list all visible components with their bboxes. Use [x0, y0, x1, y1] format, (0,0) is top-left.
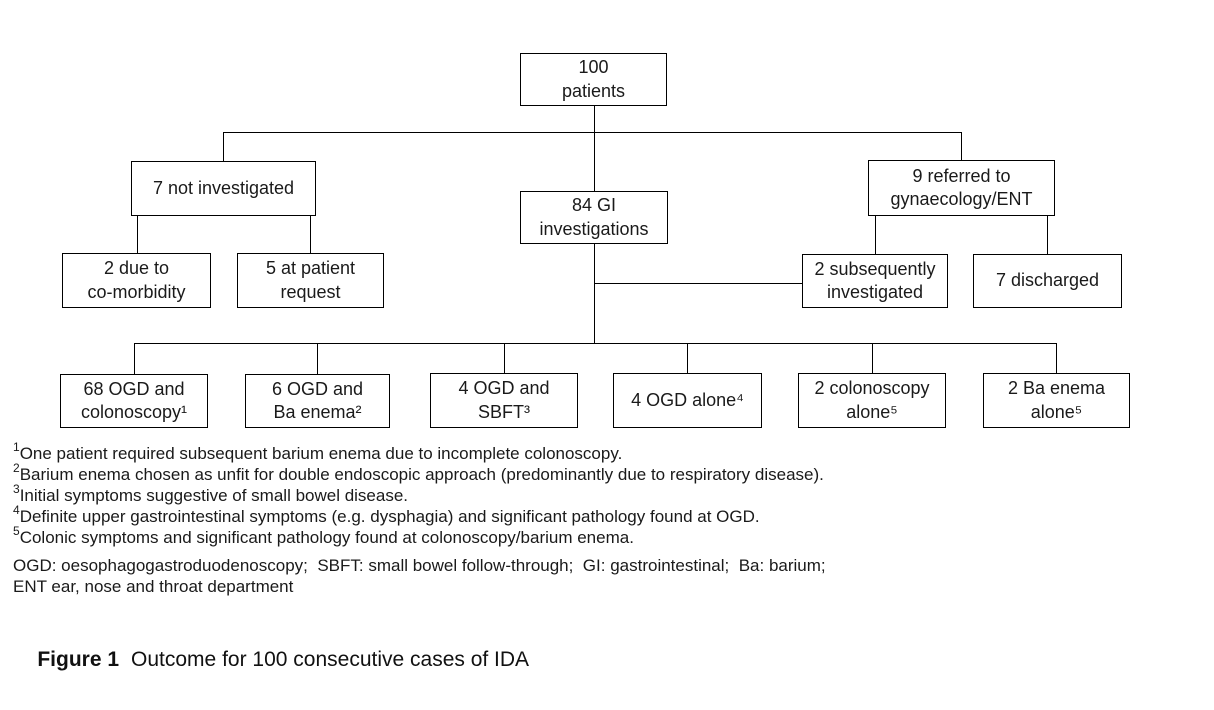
node-discharged: 7 discharged	[973, 254, 1122, 308]
node-subsequently-investigated: 2 subsequently investigated	[802, 254, 948, 308]
node-not-investigated: 7 not investigated	[131, 161, 316, 216]
connector-gi-to-subsequently-investigated	[594, 283, 802, 284]
node-referred-gynaecology-ent: 9 referred to gynaecology/ENT	[868, 160, 1055, 216]
abbreviations-line-2: ENT ear, nose and throat department	[13, 577, 294, 596]
connector-to-referred	[961, 132, 962, 160]
connector-to-not-investigated	[223, 132, 224, 161]
connector-gi-to-bottom-rail	[594, 244, 595, 344]
abbreviations-block: OGD: oesophagogastroduodenoscopy; SBFT: …	[13, 555, 1203, 597]
node-at-patient-request: 5 at patient request	[237, 253, 384, 308]
footnote-marker: 4	[13, 503, 20, 518]
footnote-5: 5Colonic symptoms and significant pathol…	[13, 524, 1203, 548]
figure-caption-label: Figure 1	[37, 648, 120, 671]
connector-to-ogd-sbft	[504, 343, 505, 373]
figure-caption: Figure 1 Outcome for 100 consecutive case…	[14, 624, 529, 696]
connector-to-comorbidity	[137, 216, 138, 254]
footnote-marker: 3	[13, 482, 20, 497]
connector-to-ogd-colonoscopy	[134, 343, 135, 374]
node-ba-enema-alone: 2 Ba enema alone⁵	[983, 373, 1130, 428]
connector-to-ogd-ba-enema	[317, 343, 318, 374]
footnote-4: 4Definite upper gastrointestinal symptom…	[13, 503, 1203, 527]
node-ogd-and-ba-enema: 6 OGD and Ba enema²	[245, 374, 390, 428]
connector-top-rail	[223, 132, 962, 133]
connector-to-patient-request	[310, 216, 311, 254]
abbreviations-line-1: OGD: oesophagogastroduodenoscopy; SBFT: …	[13, 556, 826, 575]
connector-to-subsequently-investigated	[875, 216, 876, 254]
connector-to-ba-enema-alone	[1056, 343, 1057, 373]
connector-patients-to-gi	[594, 106, 595, 192]
node-ogd-and-sbft: 4 OGD and SBFT³	[430, 373, 578, 428]
footnote-marker: 5	[13, 524, 20, 539]
footnote-text: Definite upper gastrointestinal symptoms…	[19, 507, 760, 526]
footnote-2: 2Barium enema chosen as unfit for double…	[13, 461, 1203, 485]
connector-to-colonoscopy-alone	[872, 343, 873, 373]
notes-block: 1One patient required subsequent barium …	[13, 440, 1203, 597]
figure-caption-text: Outcome for 100 consecutive cases of IDA	[131, 648, 530, 671]
connector-bottom-rail	[134, 343, 1057, 344]
node-colonoscopy-alone: 2 colonoscopy alone⁵	[798, 373, 946, 428]
footnote-text: One patient required subsequent barium e…	[19, 444, 623, 463]
footnote-3: 3Initial symptoms suggestive of small bo…	[13, 482, 1203, 506]
footnote-text: Barium enema chosen as unfit for double …	[19, 465, 824, 484]
node-due-to-comorbidity: 2 due to co-morbidity	[62, 253, 211, 308]
footnote-text: Colonic symptoms and significant patholo…	[19, 528, 634, 547]
footnote-text: Initial symptoms suggestive of small bow…	[19, 486, 409, 505]
footnote-marker: 2	[13, 461, 20, 476]
footnote-marker: 1	[13, 440, 20, 455]
connector-to-discharged	[1047, 216, 1048, 254]
node-ogd-alone: 4 OGD alone⁴	[613, 373, 762, 428]
node-ogd-and-colonoscopy: 68 OGD and colonoscopy¹	[60, 374, 208, 428]
connector-to-ogd-alone	[687, 343, 688, 373]
node-100-patients: 100 patients	[520, 53, 667, 106]
footnote-1: 1One patient required subsequent barium …	[13, 440, 1203, 464]
node-gi-investigations: 84 GI investigations	[520, 191, 668, 244]
